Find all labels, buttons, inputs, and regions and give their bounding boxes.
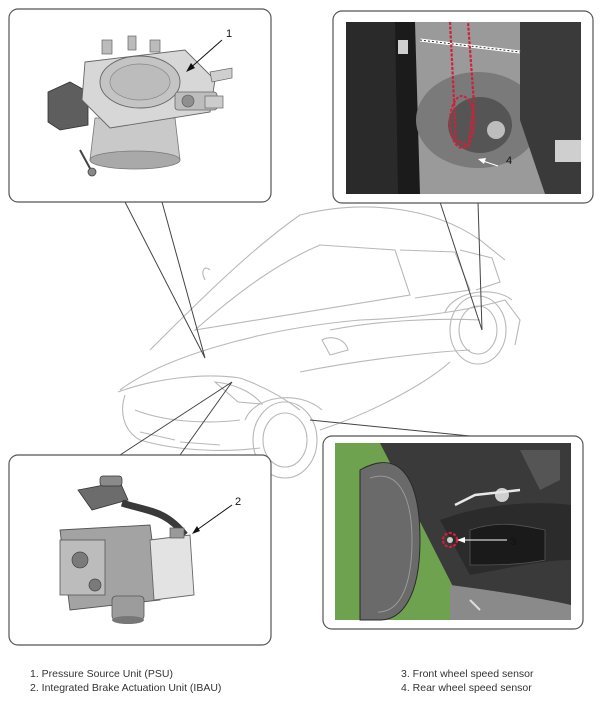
legend-item-front-sensor: 3. Front wheel speed sensor [401, 668, 534, 680]
panel-ibau: 2 [8, 454, 272, 646]
callout-number-4: 4 [506, 155, 512, 167]
legend-right: 3. Front wheel speed sensor 4. Rear whee… [401, 667, 534, 695]
panel-front-wheel-sensor: 3 [322, 435, 584, 630]
callout-arrow-1 [186, 39, 223, 72]
callout-number-2: 2 [235, 496, 241, 508]
panel-psu: 1 [8, 8, 272, 203]
psu-unit-illustration [47, 35, 233, 177]
panel-rear-wheel-sensor: 4 [332, 10, 594, 204]
legend-item-rear-sensor: 4. Rear wheel speed sensor [401, 682, 532, 694]
callout-number-1: 1 [226, 28, 232, 40]
legend-left: 1. Pressure Source Unit (PSU) 2. Integra… [30, 667, 221, 695]
vehicle-drawing [117, 206, 521, 479]
front-wheel-photo [335, 443, 571, 621]
callout-number-3: 3 [510, 536, 516, 548]
legend-item-ibau: 2. Integrated Brake Actuation Unit (IBAU… [30, 682, 222, 694]
ibau-unit-illustration [59, 475, 195, 624]
rear-wheel-photo [346, 21, 581, 194]
callout-arrow-2 [192, 504, 233, 534]
leader-lines [119, 201, 483, 456]
legend-item-psu: 1. Pressure Source Unit (PSU) [30, 668, 173, 680]
